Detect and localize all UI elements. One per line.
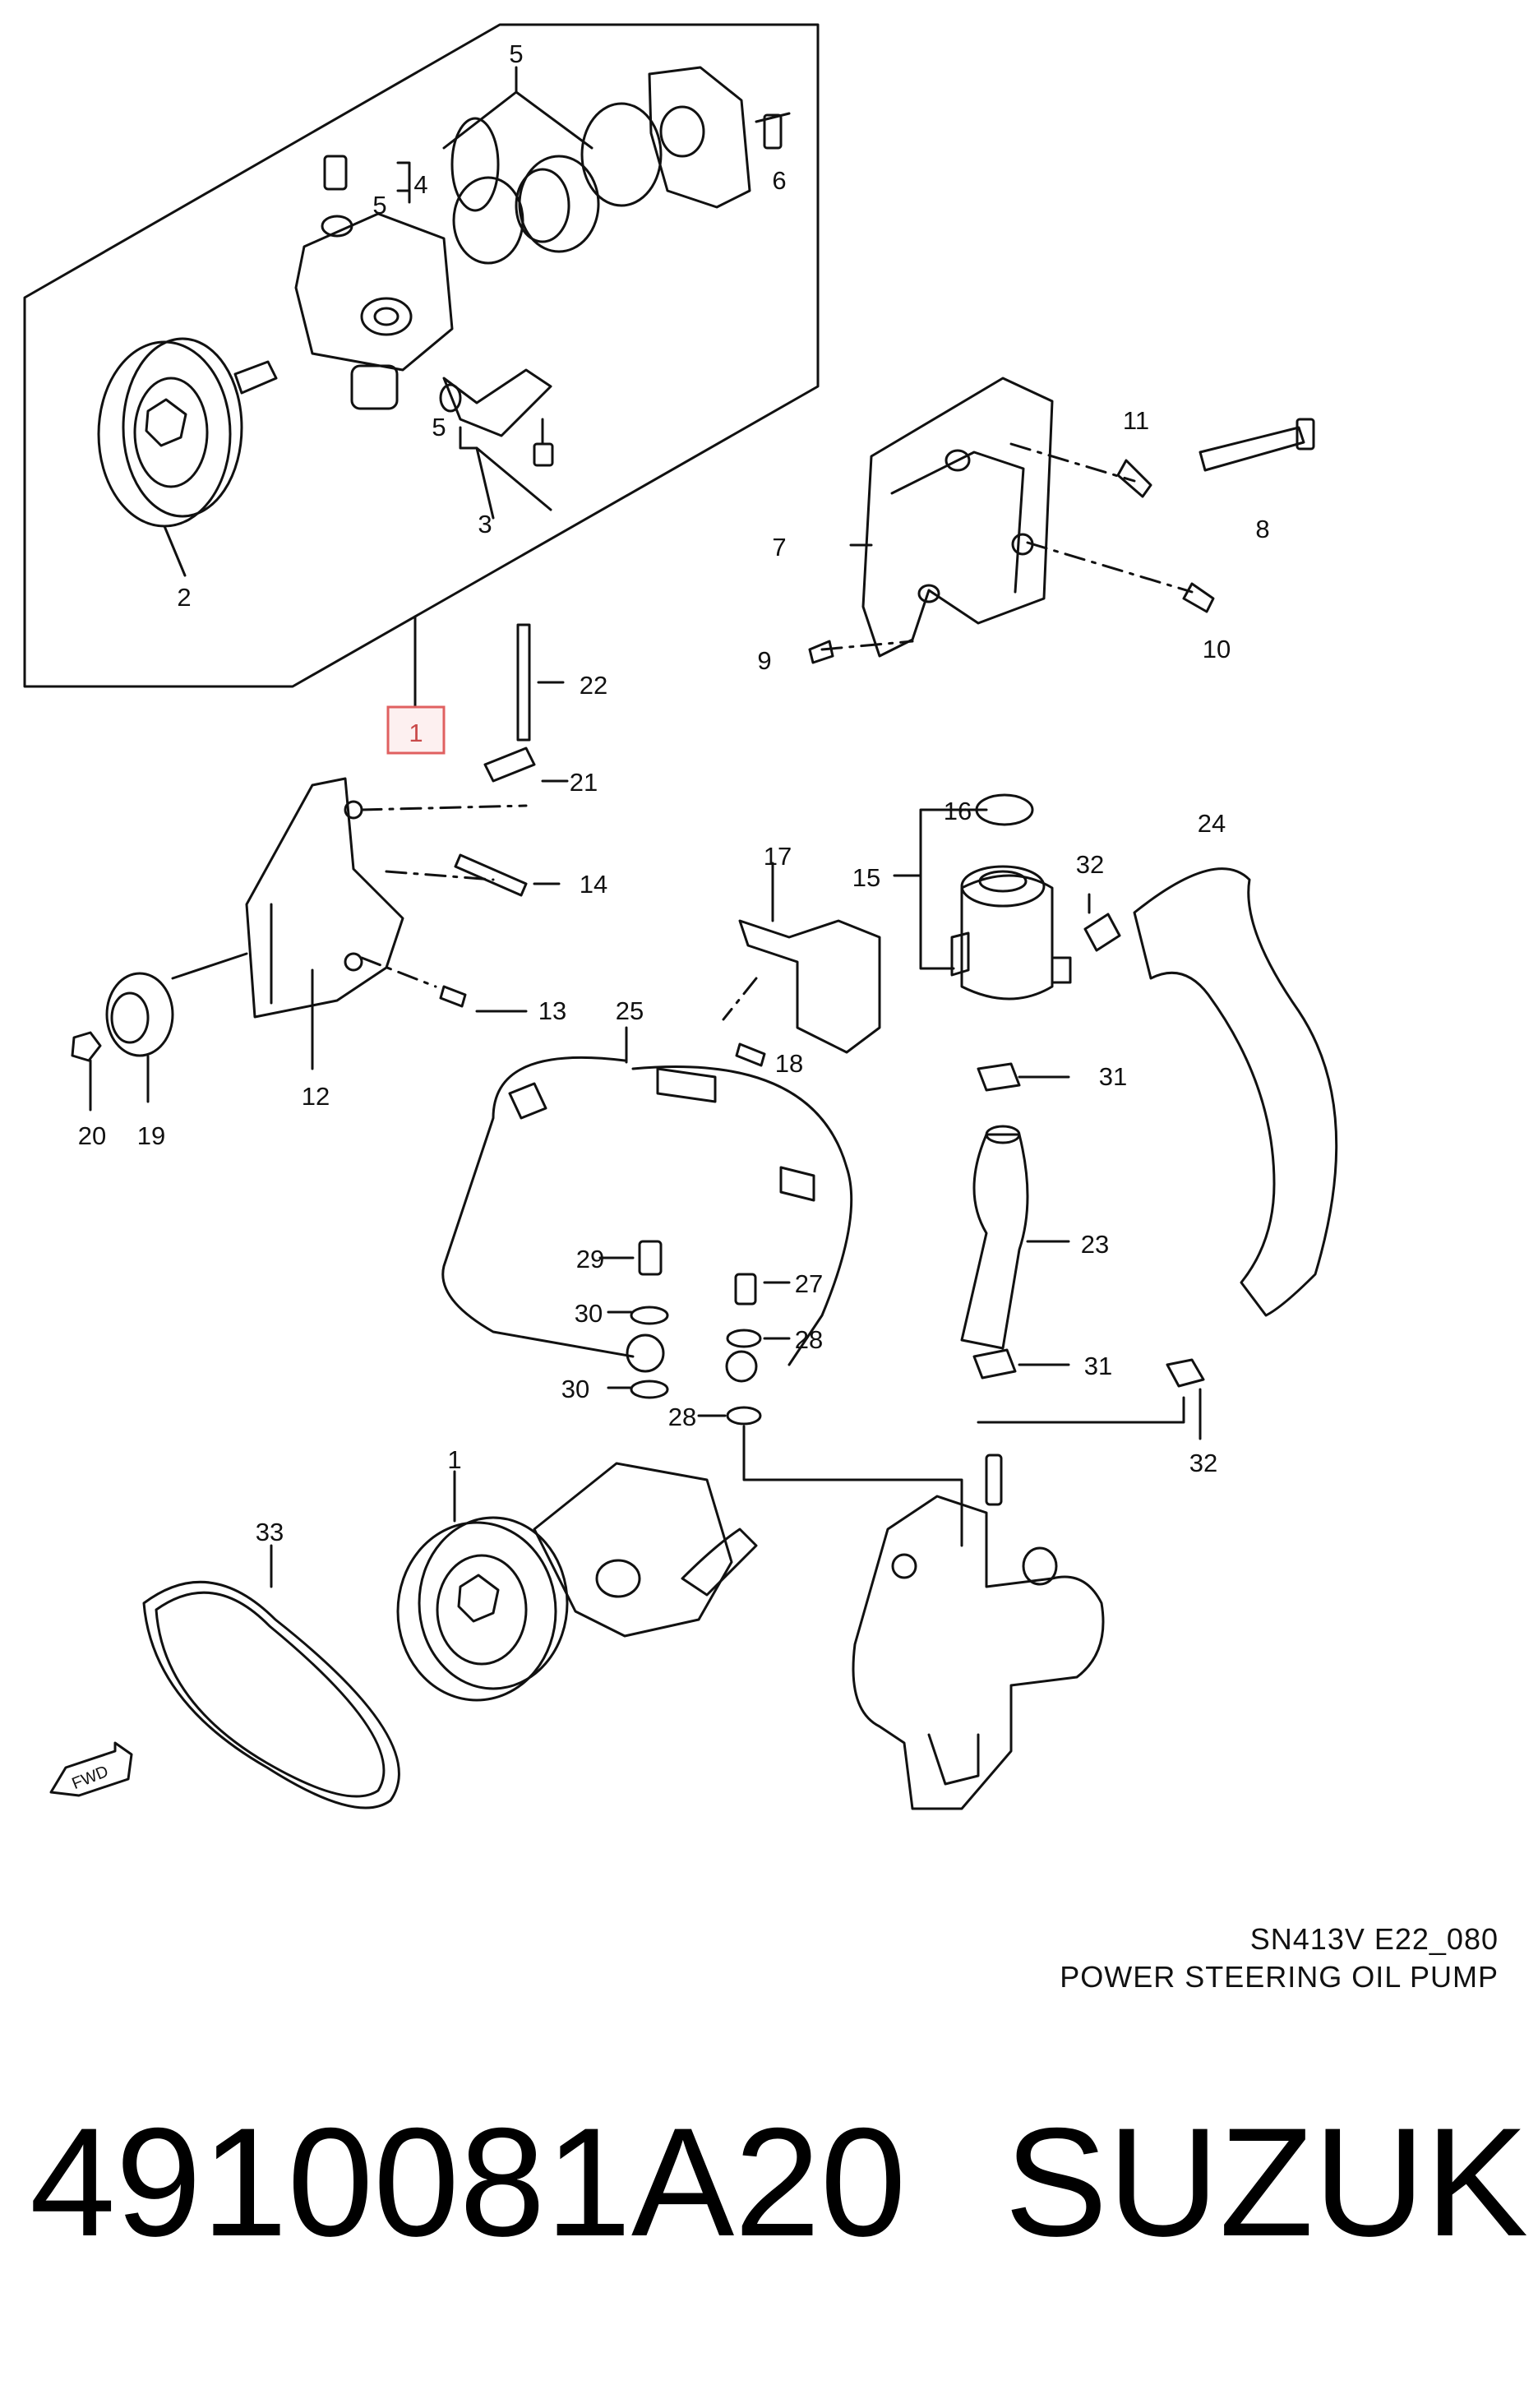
callout-31-b: 31 [1084,1352,1112,1380]
callout-7: 7 [772,533,786,562]
bracket-lower [245,777,528,1070]
part-number: 4910081A20 [30,2096,907,2268]
pulley-exploded [97,337,278,577]
diagram-code: SN413V E22_080 [1249,1922,1499,1956]
callout-16: 16 [944,797,972,825]
callout-20: 20 [78,1121,106,1150]
callout-18: 18 [775,1049,803,1078]
callout-labels: 1 2 3 4 5 5 5 6 7 8 9 10 11 12 13 14 15 … [70,39,1270,1793]
callout-22: 22 [580,671,607,700]
callout-9: 9 [757,646,771,675]
callout-8: 8 [1255,515,1269,543]
bracket-upper [808,377,1315,664]
callout-32-a: 32 [1076,850,1104,879]
callout-5-a: 5 [509,39,523,68]
callout-5-c: 5 [432,413,446,441]
callout-5-b: 5 [372,191,386,220]
callout-11: 11 [1123,406,1149,435]
diagram-title: POWER STEERING OIL PUMP [1060,1960,1499,1994]
callout-21: 21 [570,768,598,797]
clamp-32-lower [1166,1358,1205,1440]
callout-6: 6 [772,166,786,195]
pressure-hose [441,1026,853,1383]
bolts-middle [439,623,569,1013]
callout-31-a: 31 [1099,1062,1127,1091]
fwd-arrow-icon [49,1741,133,1797]
brand-name: SUZUKI [1005,2096,1538,2268]
callout-28-b: 28 [668,1403,696,1431]
fwd-label: FWD [70,1763,111,1793]
union-bolts [598,1240,1185,1547]
reservoir [893,793,1072,1001]
callout-23: 23 [1081,1230,1109,1259]
callout-19: 19 [137,1121,165,1150]
reservoir-bracket [722,862,881,1067]
callout-24: 24 [1198,809,1226,838]
pump-body-exploded [294,155,554,467]
return-hose [1083,867,1338,1317]
callout-28-a: 28 [795,1325,823,1354]
callout-25: 25 [616,996,644,1025]
callout-3: 3 [478,510,492,538]
callout-32-b: 32 [1189,1449,1217,1477]
callout-2: 2 [177,583,191,612]
drive-belt [142,1544,400,1809]
callout-17: 17 [764,842,792,871]
callout-1-bottom: 1 [447,1445,461,1474]
callout-13: 13 [538,996,566,1025]
callout-1-top: 1 [409,719,423,747]
callout-15: 15 [852,863,880,892]
callout-27: 27 [795,1269,823,1298]
callout-30-b: 30 [561,1375,589,1403]
callout-29: 29 [576,1245,604,1273]
idler-pulley [71,952,248,1112]
callout-33: 33 [256,1518,284,1546]
assembly-frame [23,23,820,688]
callout-10: 10 [1203,635,1231,663]
pump-assembled [396,1462,758,1702]
supply-hose [960,1062,1070,1380]
highlight-box [386,705,446,755]
seals-exploded [450,66,791,265]
callout-12: 12 [302,1082,330,1111]
callout-14: 14 [580,870,607,899]
callout-30-a: 30 [575,1299,603,1328]
callout-4: 4 [413,170,427,199]
steering-gear [852,1454,1105,1810]
